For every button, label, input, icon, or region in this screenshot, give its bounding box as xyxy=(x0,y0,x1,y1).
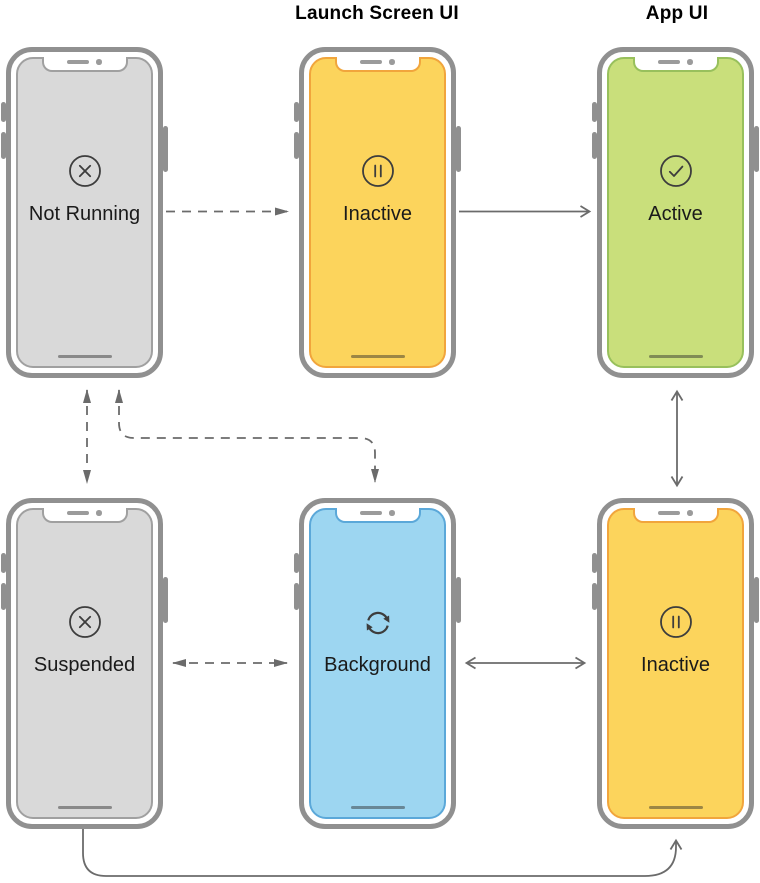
notch xyxy=(41,57,128,72)
column-title-app-ui: App UI xyxy=(645,3,709,24)
volume-down-button xyxy=(294,583,299,610)
x-circle-icon xyxy=(68,605,102,639)
volume-up-button xyxy=(592,553,597,573)
power-button xyxy=(754,577,759,623)
arrow-not-running-background-two-way xyxy=(115,389,379,483)
home-indicator-icon xyxy=(350,354,405,358)
camera-icon xyxy=(96,59,102,65)
state-label: Inactive xyxy=(641,654,710,676)
notch xyxy=(41,508,128,523)
speaker-icon xyxy=(658,511,681,515)
speaker-icon xyxy=(67,511,90,515)
speaker-icon xyxy=(658,60,681,64)
home-indicator-icon xyxy=(648,805,703,809)
notch xyxy=(334,57,421,72)
phone-suspended: Suspended xyxy=(1,498,168,829)
volume-up-button xyxy=(1,102,6,122)
camera-icon xyxy=(687,59,693,65)
volume-up-button xyxy=(1,553,6,573)
column-title-launch-screen: Launch Screen UI xyxy=(295,3,459,24)
phone-screen: Inactive xyxy=(309,57,446,368)
power-button xyxy=(163,126,168,172)
state-label: Active xyxy=(648,203,703,225)
volume-down-button xyxy=(294,132,299,159)
camera-icon xyxy=(389,510,395,516)
volume-down-button xyxy=(1,583,6,610)
state-label: Inactive xyxy=(343,203,412,225)
camera-icon xyxy=(687,510,693,516)
home-indicator-icon xyxy=(57,354,112,358)
volume-down-button xyxy=(592,132,597,159)
arrow-suspended-to-inactive xyxy=(82,829,683,877)
pause-circle-icon xyxy=(659,605,693,639)
refresh-icon xyxy=(361,605,395,639)
phone-inactive-bottom: Inactive xyxy=(592,498,759,829)
state-label: Not Running xyxy=(28,203,141,225)
phone-screen: Inactive xyxy=(607,508,744,819)
volume-down-button xyxy=(1,132,6,159)
notch xyxy=(632,57,719,72)
notch xyxy=(632,508,719,523)
state-label: Background xyxy=(324,654,431,676)
phone-background: Background xyxy=(294,498,461,829)
volume-up-button xyxy=(294,553,299,573)
power-button xyxy=(754,126,759,172)
phone-screen: Not Running xyxy=(16,57,153,368)
phone-screen: Suspended xyxy=(16,508,153,819)
check-circle-icon xyxy=(659,154,693,188)
phone-not-running: Not Running xyxy=(1,47,168,378)
speaker-icon xyxy=(67,60,90,64)
power-button xyxy=(456,126,461,172)
power-button xyxy=(163,577,168,623)
phone-screen: Background xyxy=(309,508,446,819)
home-indicator-icon xyxy=(57,805,112,809)
camera-icon xyxy=(96,510,102,516)
camera-icon xyxy=(389,59,395,65)
phone-screen: Active xyxy=(607,57,744,368)
x-circle-icon xyxy=(68,154,102,188)
volume-down-button xyxy=(592,583,597,610)
speaker-icon xyxy=(360,60,383,64)
volume-up-button xyxy=(294,102,299,122)
home-indicator-icon xyxy=(350,805,405,809)
phone-active: Active xyxy=(592,47,759,378)
speaker-icon xyxy=(360,511,383,515)
home-indicator-icon xyxy=(648,354,703,358)
state-label: Suspended xyxy=(33,654,136,676)
notch xyxy=(334,508,421,523)
power-button xyxy=(456,577,461,623)
pause-circle-icon xyxy=(361,154,395,188)
phone-inactive-top: Inactive xyxy=(294,47,461,378)
volume-up-button xyxy=(592,102,597,122)
